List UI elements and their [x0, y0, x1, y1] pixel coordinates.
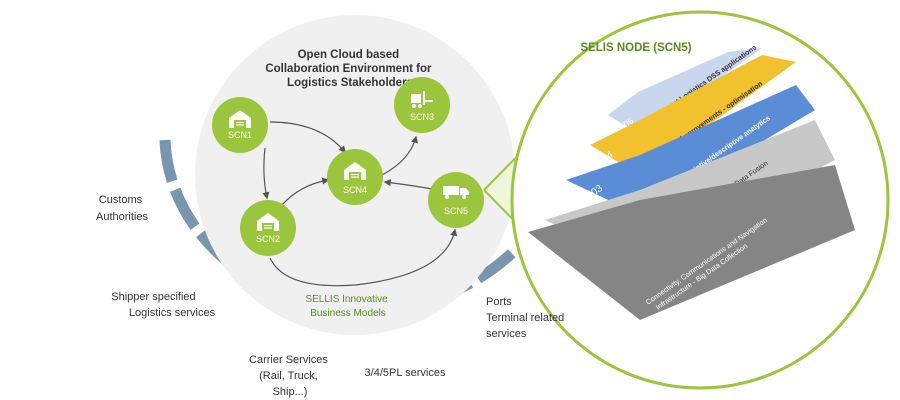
node-scn1: SCN1 [212, 97, 268, 153]
pyramid-title: SELIS NODE (SCN5) [580, 42, 691, 54]
node-scn5: SCN5 [428, 172, 484, 228]
link-scn2-scn4 [281, 177, 330, 206]
warehouse-icon [257, 213, 279, 231]
node-label: SCN3 [410, 112, 434, 122]
link-scn2-scn5 [269, 228, 458, 287]
warehouse-icon [229, 110, 251, 128]
node-links [262, 121, 458, 287]
node-label: SCN1 [228, 130, 252, 140]
warehouse-icon [344, 162, 366, 180]
node-scn3: SCN3 [394, 77, 450, 133]
cloud-title: Open Cloud based Collaboration Environme… [265, 49, 434, 89]
link-scn1-scn2 [262, 147, 270, 200]
link-scn4-scn3 [381, 135, 419, 176]
pl-services-label: 3/4/5PL services [365, 367, 446, 379]
node-scn2: SCN2 [240, 200, 296, 256]
forklift-icon [411, 91, 433, 108]
carrier-label: Carrier Services (Rail, Truck, Ship...) [249, 354, 331, 398]
truck-icon [443, 186, 469, 199]
business-models-label: SELLIS Innovative Business Models [305, 294, 390, 319]
link-scn1-scn4 [269, 121, 346, 154]
node-label: SCN5 [444, 206, 468, 216]
node-label: SCN4 [343, 185, 367, 195]
svg-text:01: 01 [563, 264, 580, 281]
svg-text:04: 04 [600, 149, 615, 164]
ports-label: Ports Terminal related services [486, 296, 567, 340]
node-label: SCN2 [256, 234, 280, 244]
customs-label: Customs Authorities [96, 194, 148, 223]
node-scn4: SCN4 [327, 149, 383, 205]
shipper-label: Shipper specified Logistics services [111, 291, 215, 319]
